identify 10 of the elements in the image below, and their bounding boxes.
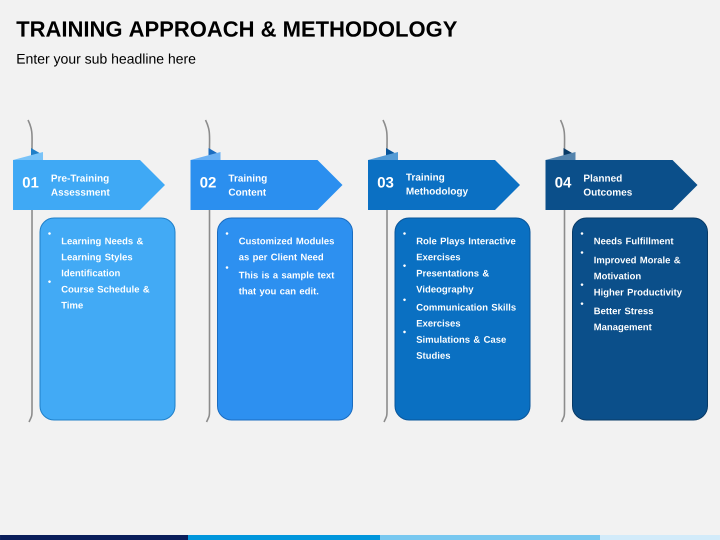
title: TRAINING APPROACH & METHODOLOGY	[16, 21, 458, 37]
arrow-banner: 01 Pre-Training Assessment	[13, 148, 165, 210]
content-box: Learning Needs & Learning Styles Identification Course Schedule & Time	[40, 218, 176, 420]
content-box: Customized Modules as per Client Need This is a sample text that you can edit.	[217, 218, 353, 420]
content-box: Needs Fulfillment Improved Morale & Motivation Higher Productivity Better Stress Management	[572, 218, 708, 420]
arrow-banner: 02 Training Content	[190, 148, 342, 210]
subtitle: Enter your sub headline here	[17, 53, 196, 67]
arrow-banner: 03 Training Methodology	[368, 148, 520, 210]
arrow-banner: 04 Planned Outcomes	[546, 148, 698, 210]
content-box: Role Plays Interactive Exercises Presentations & Videography Communication Skills Exercises Simulations & Case Studies	[394, 218, 530, 420]
